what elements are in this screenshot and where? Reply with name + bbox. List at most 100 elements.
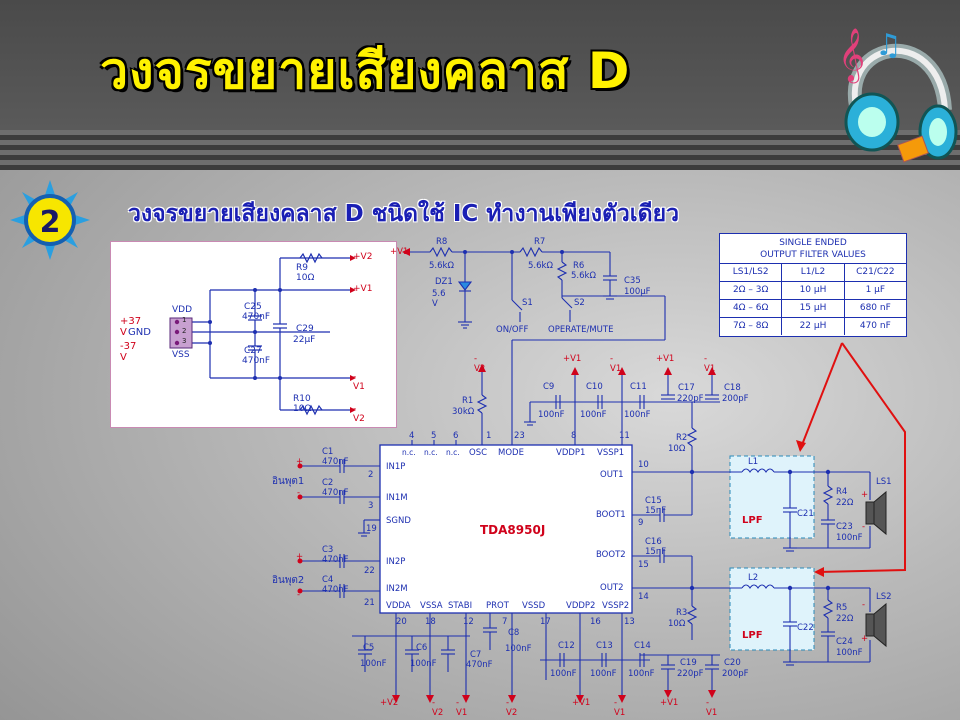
- label-c12: C12: [558, 641, 575, 651]
- ic-pin-number: 8: [571, 431, 577, 441]
- svg-text:𝄞: 𝄞: [838, 27, 865, 83]
- ic-pin-number: 19: [366, 524, 377, 534]
- label-vss: VSS: [172, 350, 190, 360]
- label-c16: C16 15nF: [645, 537, 667, 557]
- label-c3: C3 470nF: [322, 545, 349, 565]
- label-l1: L1: [748, 457, 759, 467]
- label-c14-value: 100nF: [628, 669, 655, 679]
- label-dz1-value: 5.6 V: [432, 289, 446, 309]
- label-neg-supply: -37 V: [120, 341, 137, 363]
- label-c13-value: 100nF: [590, 669, 617, 679]
- label-rail: +V2: [380, 698, 399, 708]
- label-c12-value: 100nF: [550, 669, 577, 679]
- column-header: L1/L2: [782, 264, 845, 281]
- slide-subtitle: วงจรขยายเสียงคลาส D ชนิดใช้ IC ทำงานเพีย…: [128, 201, 679, 227]
- ic-pin-label: VSSP2: [602, 601, 630, 611]
- label-c19-value: 220pF: [677, 669, 704, 679]
- label-c20: C20: [724, 658, 741, 668]
- table-header: SINGLE ENDED OUTPUT FILTER VALUES: [720, 234, 906, 264]
- label-c27-value: 470nF: [242, 356, 271, 366]
- label-c35: C35: [624, 276, 641, 286]
- label-l2: L2: [748, 573, 759, 583]
- label-c35-value: 100µF: [624, 287, 651, 297]
- column-header: C21/C22: [856, 267, 895, 277]
- label-c8: C8: [508, 628, 520, 638]
- label-c17: C17: [678, 383, 695, 393]
- table-cell: 680 nF: [859, 303, 891, 313]
- label-gnd: GND: [128, 327, 151, 338]
- ic-pin-number: 23: [514, 431, 525, 441]
- label-c8-value: 100nF: [505, 644, 532, 654]
- table-cell: 15 µH: [782, 300, 845, 317]
- label-c5: C5: [363, 643, 375, 653]
- ic-pin-label: STABI: [448, 601, 473, 611]
- ic-pin-number: 11: [619, 431, 630, 441]
- label-out-v2neg: -V2: [353, 404, 365, 424]
- label-r2: R2: [676, 433, 688, 443]
- label-out-v1pos: +V1: [353, 284, 373, 294]
- label-rail: -V2: [506, 698, 518, 718]
- label-c24-value: 100nF: [836, 648, 863, 658]
- label-r9: R9 10Ω: [296, 263, 315, 283]
- ic-pin-number: 7: [502, 617, 508, 627]
- label-r8: R8: [436, 237, 448, 247]
- section-number-badge: 2: [10, 180, 90, 260]
- label-vdd: VDD: [172, 305, 193, 315]
- label-c22: C22: [797, 623, 814, 633]
- power-supply-panel: [110, 241, 397, 428]
- label-c11: C11: [630, 382, 647, 392]
- ic-pin-label: VSSP1: [597, 448, 625, 458]
- ic-pin-number: 9: [638, 518, 644, 528]
- ic-pin-number: 2: [368, 470, 374, 480]
- label-c29: C29: [296, 324, 314, 334]
- input-minus: -: [297, 488, 301, 498]
- label-rail: +V1: [656, 354, 675, 364]
- ic-pin-label: BOOT2: [596, 550, 626, 560]
- label-r7: R7: [534, 237, 546, 247]
- label-c25: C25: [244, 302, 262, 312]
- label-c9-value: 100nF: [538, 410, 565, 420]
- table-cell: 22 µH: [782, 318, 845, 335]
- speaker-minus: -: [862, 522, 866, 532]
- ic-pin-number: 6: [453, 431, 459, 441]
- table-column-headers: LS1/LS2 L1/L2 C21/C22: [720, 264, 906, 282]
- label-control-v1: +V1: [390, 247, 409, 257]
- ic-pin-label: VDDA: [386, 601, 411, 611]
- input-plus: +: [296, 457, 304, 467]
- headphones-music-icon: 𝄞 ♫: [838, 27, 958, 163]
- label-rail: -V1: [456, 698, 468, 718]
- table-cell: 7Ω – 8Ω: [720, 318, 783, 335]
- ic-pin-number: 14: [638, 592, 649, 602]
- label-out-v1neg: -V1: [353, 372, 365, 392]
- ic-pin-label: SGND: [386, 516, 411, 526]
- label-r5: R5: [836, 603, 848, 613]
- ic-pin-label: n.c.: [424, 448, 438, 457]
- ic-pin-number: 20: [396, 617, 407, 627]
- label-c14: C14: [634, 641, 651, 651]
- label-c5-value: 100nF: [360, 659, 387, 669]
- table-cell: 2Ω – 3Ω: [720, 282, 783, 299]
- label-r6-value: 5.6kΩ: [571, 271, 596, 281]
- ic-pin-number: 17: [540, 617, 551, 627]
- label-c10-value: 100nF: [580, 410, 607, 420]
- ic-pin-number: 4: [409, 431, 415, 441]
- badge-number: 2: [40, 205, 61, 240]
- ic-pin-label: VSSD: [522, 601, 546, 611]
- table-title-line2: OUTPUT FILTER VALUES: [760, 250, 866, 260]
- label-rail: -V1: [706, 698, 718, 718]
- label-r1-value: 30kΩ: [452, 407, 475, 417]
- table-row: 2Ω – 3Ω 10 µH 1 µF: [720, 282, 906, 300]
- label-pin1: 1: [182, 316, 187, 324]
- label-r5-value: 22Ω: [836, 614, 854, 624]
- label-c6-value: 100nF: [410, 659, 437, 669]
- ic-pin-number: 10: [638, 460, 649, 470]
- label-rail: -V1: [704, 354, 716, 374]
- label-r1: R1: [462, 396, 474, 406]
- label-out-v2pos: +V2: [353, 252, 373, 262]
- ic-pin-label: IN1P: [386, 462, 406, 472]
- table-cell: 4Ω – 6Ω: [720, 300, 783, 317]
- column-header: LS1/LS2: [720, 264, 783, 281]
- label-c18: C18: [724, 383, 741, 393]
- label-c7: C7: [470, 650, 482, 660]
- label-r3: R3: [676, 608, 688, 618]
